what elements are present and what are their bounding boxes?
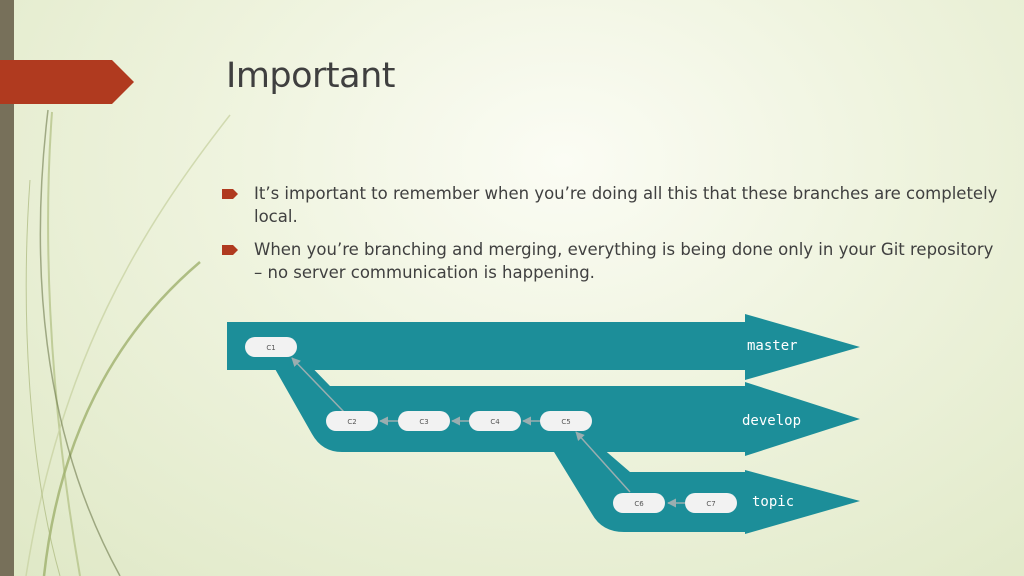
commit-node: C2 xyxy=(326,411,378,431)
git-branch-diagram: master develop topic C1 C2 C3 C4 C5 C6 C… xyxy=(227,314,860,534)
commit-label: C4 xyxy=(490,418,500,426)
decorative-curves xyxy=(25,109,231,576)
bullet-text: It’s important to remember when you’re d… xyxy=(254,184,998,226)
commit-label: C3 xyxy=(419,418,428,426)
left-sidebar-bar xyxy=(0,0,14,576)
branch-band-master xyxy=(227,314,860,380)
bullet-text: When you’re branching and merging, every… xyxy=(254,240,994,282)
commit-label: C6 xyxy=(634,500,644,508)
commit-node: C3 xyxy=(398,411,450,431)
commit-label: C2 xyxy=(347,418,356,426)
commit-label: C5 xyxy=(561,418,570,426)
slide-title: Important xyxy=(226,56,396,96)
commit-node: C5 xyxy=(540,411,592,431)
bullet-arrow-icon xyxy=(222,189,238,199)
bullet-item: It’s important to remember when you’re d… xyxy=(210,182,1000,228)
commit-label: C7 xyxy=(706,500,715,508)
bullet-item: When you’re branching and merging, every… xyxy=(210,238,1000,284)
branch-label-master: master xyxy=(747,338,798,354)
commit-label: C1 xyxy=(266,344,275,352)
bullet-arrow-icon xyxy=(222,245,238,255)
branch-label-develop: develop xyxy=(742,413,801,429)
commit-link xyxy=(575,431,631,493)
commit-node: C1 xyxy=(245,337,297,357)
commit-node: C4 xyxy=(469,411,521,431)
commit-node: C7 xyxy=(685,493,737,513)
title-accent-marker xyxy=(0,60,134,104)
commit-link xyxy=(291,357,345,413)
branch-label-topic: topic xyxy=(752,494,794,510)
bullet-list: It’s important to remember when you’re d… xyxy=(210,182,1000,294)
commit-node: C6 xyxy=(613,493,665,513)
